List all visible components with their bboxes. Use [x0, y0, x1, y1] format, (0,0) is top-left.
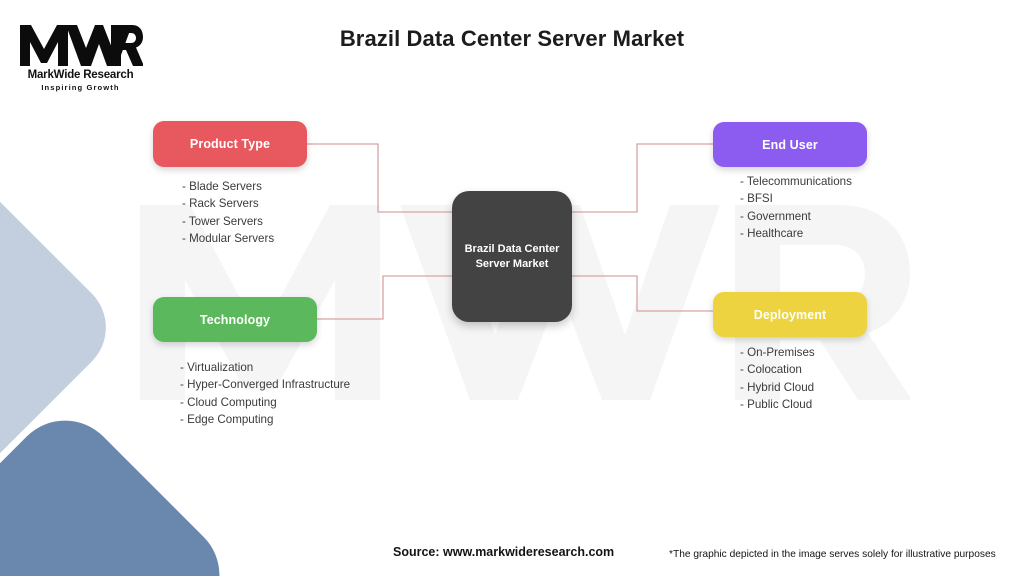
source-text: Source: www.markwideresearch.com	[393, 545, 615, 559]
list-item: - Blade Servers	[182, 180, 262, 193]
list-item: - Modular Servers	[182, 232, 275, 246]
branch-node-deployment[interactable]: Deployment	[713, 292, 867, 337]
list-item: - Telecommunications	[740, 175, 852, 188]
list-item: - On-Premises	[740, 346, 815, 359]
brand-logo: MarkWide Research Inspiring Growth	[18, 22, 143, 92]
branch-label-end-user: End User	[762, 137, 818, 152]
list-item: - Healthcare	[740, 227, 804, 241]
list-item: - Cloud Computing	[180, 395, 277, 409]
branch-items-end-user: - Telecommunications - BFSI - Government…	[740, 173, 852, 243]
mwr-logo-icon	[20, 25, 143, 66]
logo-tagline: Inspiring Growth	[41, 83, 120, 92]
list-item: - BFSI	[740, 192, 773, 206]
list-item: - Virtualization	[180, 361, 254, 374]
branch-node-product-type[interactable]: Product Type	[153, 121, 307, 167]
connector-technology	[317, 275, 452, 320]
logo-company-name: MarkWide Research	[27, 69, 134, 81]
branch-label-product-type: Product Type	[189, 137, 271, 151]
disclaimer-text: *The graphic depicted in the image serve…	[669, 549, 996, 560]
list-item: - Colocation	[740, 363, 802, 377]
branch-label-technology: Technology	[199, 312, 271, 327]
branch-items-technology: - Virtualization - Hyper-Converged Infra…	[180, 359, 350, 429]
connector-end-user	[572, 143, 713, 213]
branch-node-end-user[interactable]: End User	[713, 122, 867, 167]
connector-product-type	[307, 143, 452, 213]
list-item: - Hyper-Converged Infrastructure	[180, 378, 351, 392]
connector-deployment	[572, 275, 713, 312]
list-item: - Rack Servers	[182, 197, 259, 211]
branch-node-technology[interactable]: Technology	[153, 297, 317, 342]
branch-items-product-type: - Blade Servers - Rack Servers - Tower S…	[182, 178, 274, 248]
branch-label-deployment: Deployment	[753, 307, 827, 322]
list-item: - Government	[740, 209, 811, 223]
list-item: - Hybrid Cloud	[740, 380, 815, 394]
list-item: - Tower Servers	[182, 214, 263, 228]
list-item: - Edge Computing	[180, 413, 274, 427]
page-title: Brazil Data Center Server Market	[339, 26, 685, 51]
list-item: - Public Cloud	[740, 398, 813, 412]
branch-items-deployment: - On-Premises - Colocation - Hybrid Clou…	[740, 344, 815, 414]
